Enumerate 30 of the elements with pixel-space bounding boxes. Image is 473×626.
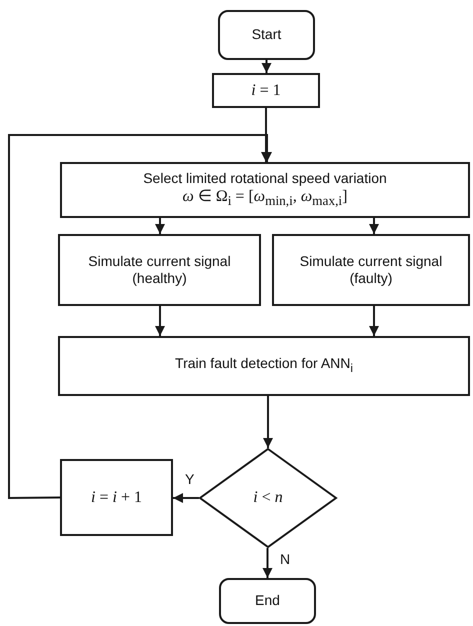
step-text: Train fault detection for ANN$_{i}$ <box>174 355 354 377</box>
arrow <box>369 218 379 234</box>
arrow <box>262 548 272 578</box>
step-text: Simulate current signal (healthy) <box>87 252 232 288</box>
formula-text: i = i + 1 <box>90 488 143 508</box>
process-box <box>272 234 470 306</box>
arrow <box>173 493 199 503</box>
process-box <box>60 459 173 536</box>
formula-text: ω ∈ Ω$_{i}$ = [ω$_{min,i}$, ω$_{max,i}$] <box>182 187 348 210</box>
process-box <box>58 234 261 306</box>
process-box <box>58 336 470 396</box>
terminal-box <box>218 10 315 60</box>
formula-text: i < n <box>252 488 284 508</box>
arrow <box>155 218 165 234</box>
step-text: Start <box>250 26 282 44</box>
decision-diamond <box>199 448 337 548</box>
step-text: End <box>254 592 281 610</box>
process-box <box>212 73 320 108</box>
arrow <box>155 306 165 336</box>
terminal-box <box>219 578 316 624</box>
edge-label: Y <box>184 471 196 487</box>
step-text: Select limited rotational speed variation <box>142 170 388 188</box>
arrow <box>262 60 272 73</box>
process-box <box>60 162 470 218</box>
arrow <box>369 306 379 336</box>
arrow <box>263 396 273 448</box>
arrow <box>8 134 272 499</box>
formula-text: i = 1 <box>250 80 282 100</box>
step-text: Simulate current signal (faulty) <box>298 252 444 288</box>
edge-label: N <box>279 551 292 567</box>
